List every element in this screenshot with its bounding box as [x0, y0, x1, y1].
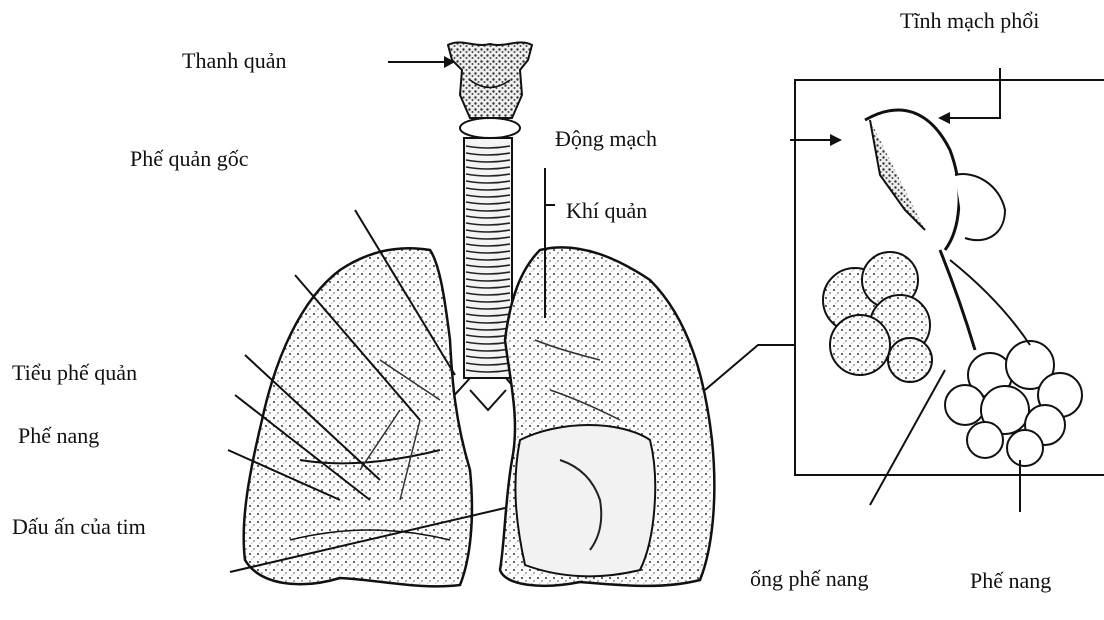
left-lung-shape	[500, 247, 714, 586]
label-alveolus-right: Phế nang	[970, 570, 1051, 592]
label-larynx: Thanh quản	[182, 50, 286, 72]
label-main-bronchus: Phế quản gốc	[130, 148, 249, 170]
label-heart-impression: Dấu ấn của tim	[12, 516, 146, 538]
label-alveolar-duct: ống phế nang	[750, 568, 869, 590]
label-artery: Động mạch	[555, 128, 657, 150]
label-alveolus-left: Phế nang	[18, 425, 99, 447]
label-pulmonary-vein: Tĩnh mạch phổi	[900, 10, 1039, 32]
larynx-shape	[448, 42, 532, 138]
right-lung-shape	[244, 248, 472, 586]
label-trachea: Khí quản	[566, 200, 647, 222]
label-bronchiole: Tiểu phế quản	[12, 362, 137, 384]
